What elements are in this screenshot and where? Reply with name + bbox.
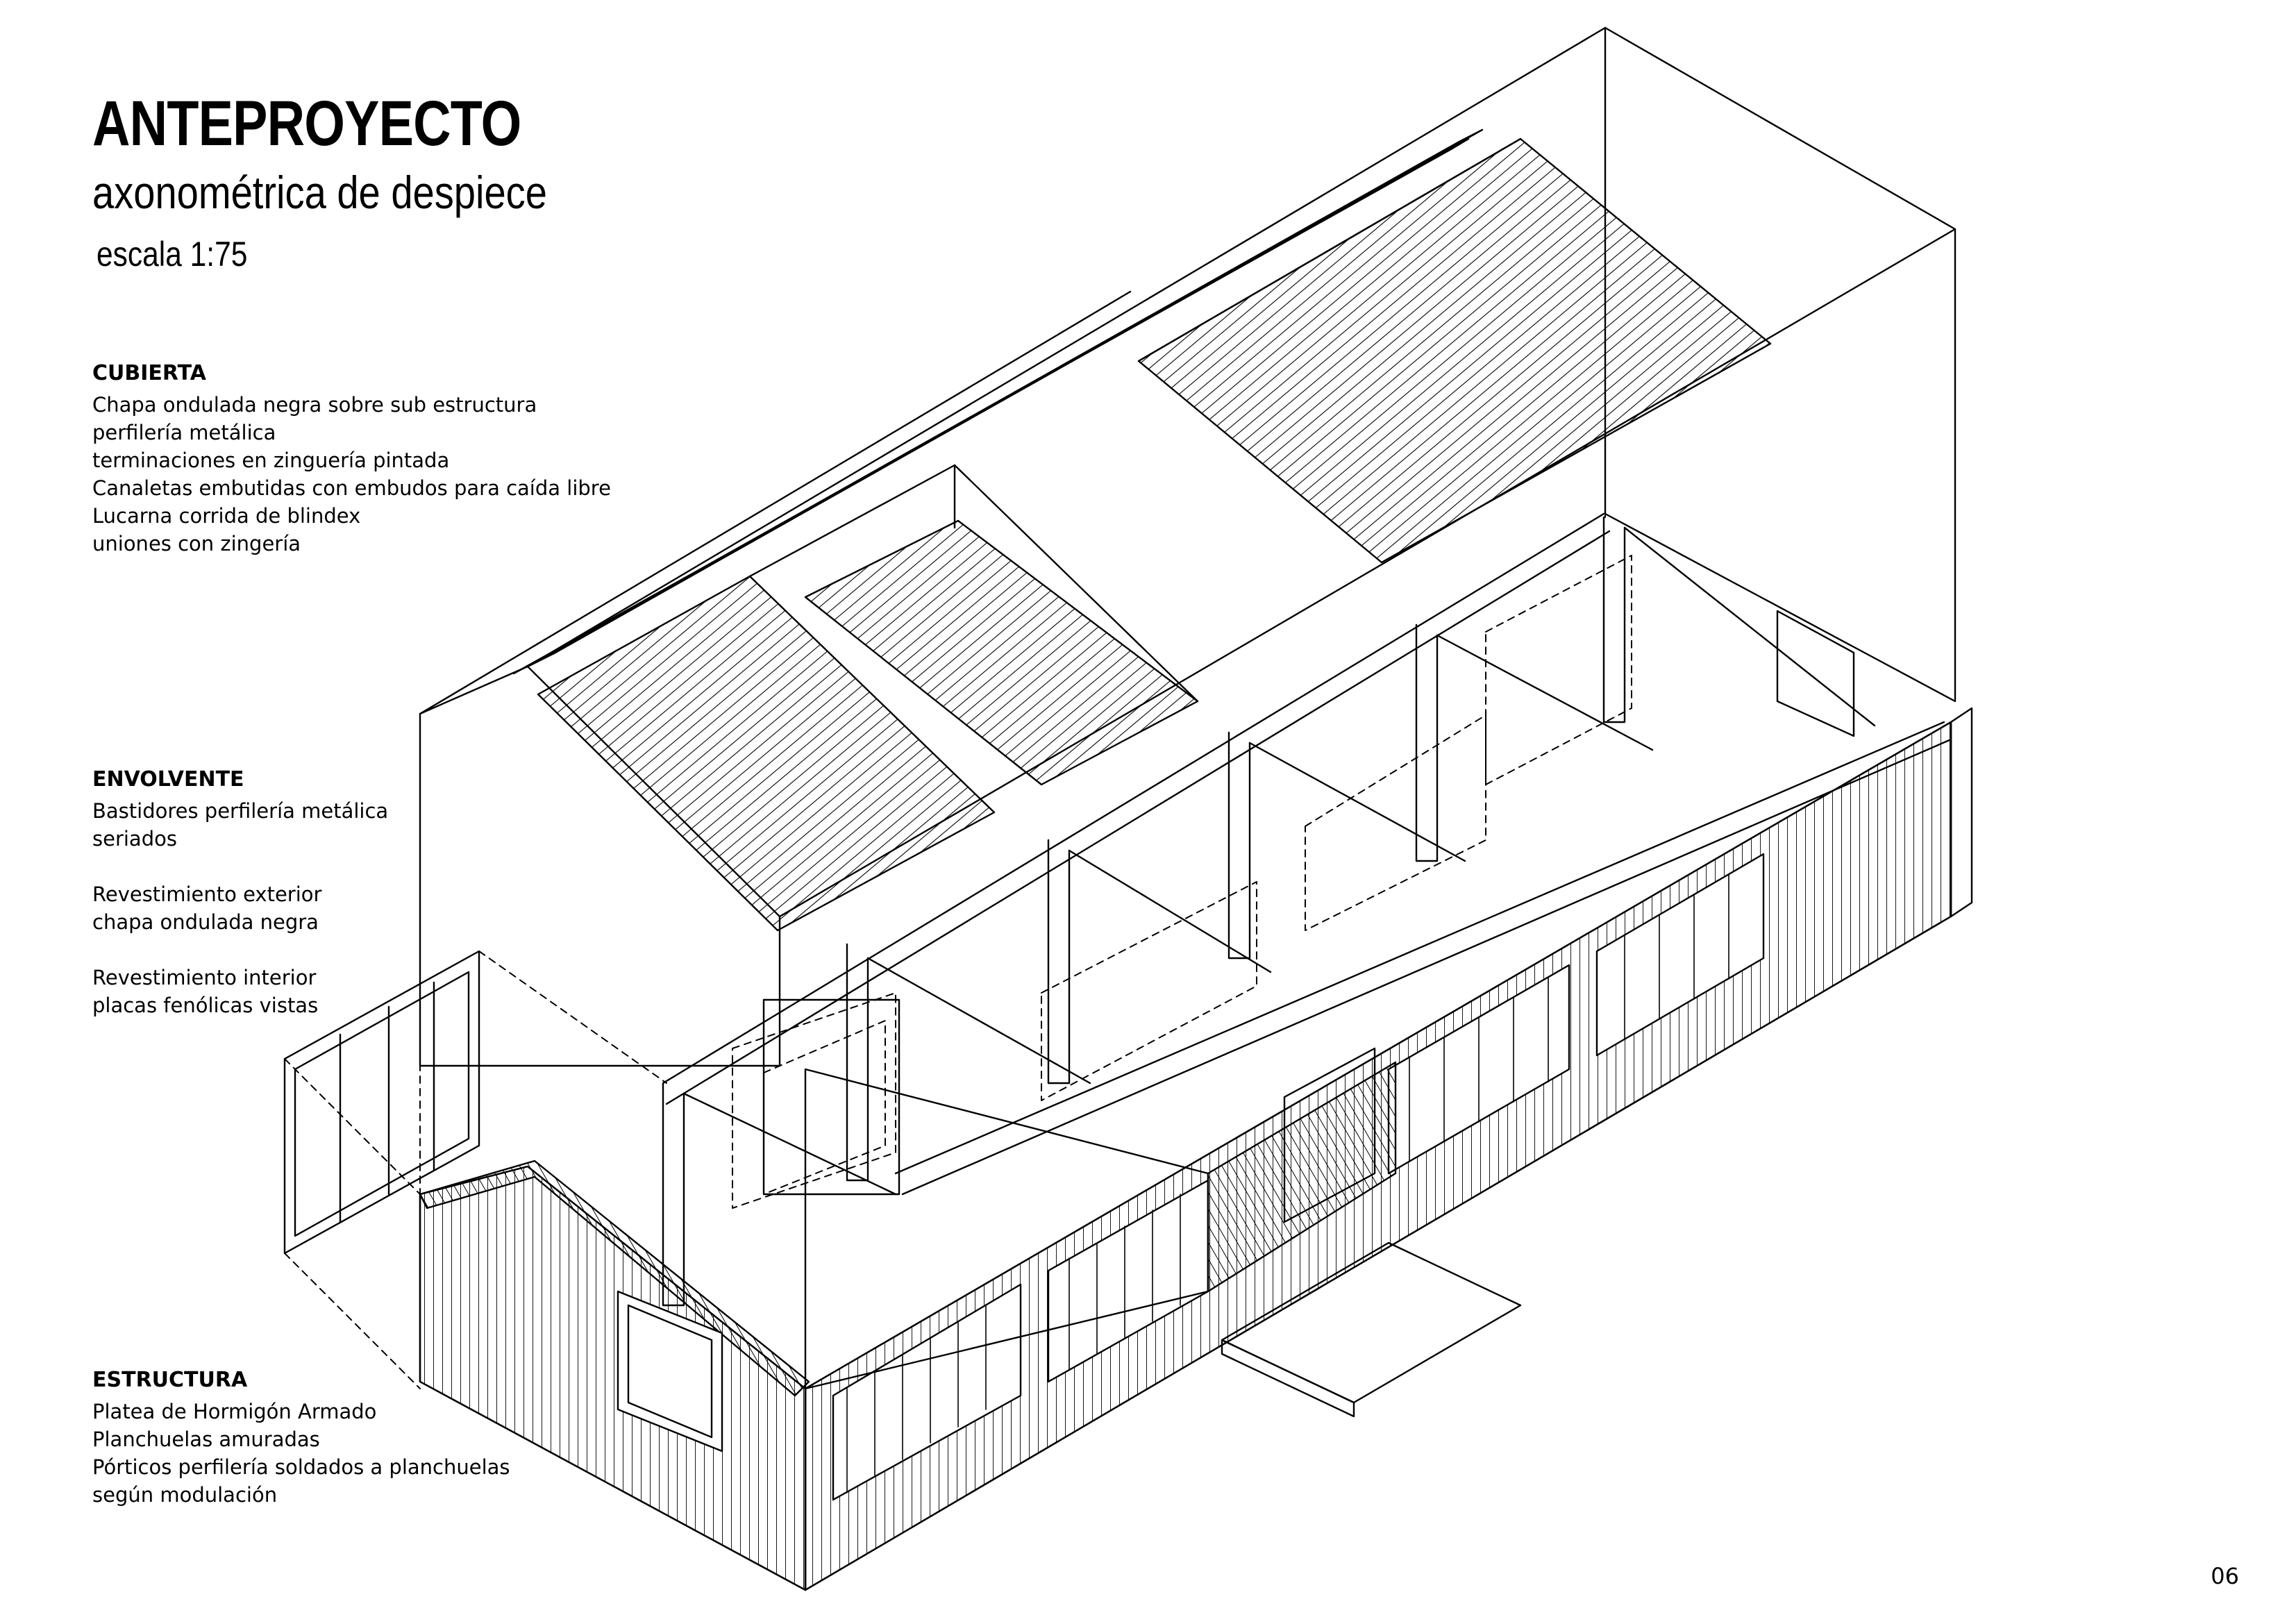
note-cubierta: CUBIERTA Chapa ondulada negra sobre sub … [92, 361, 611, 558]
deck-boards [1207, 1061, 1397, 1293]
roof-base-front [419, 290, 1132, 715]
note-line: chapa ondulada negra [92, 910, 319, 934]
roof-panel-frame [1137, 137, 1522, 362]
note-line: Bastidores perfilería metálica [92, 799, 389, 823]
frame-beam [901, 738, 1952, 1196]
note-line: placas fenólicas vistas [92, 994, 319, 1017]
detached-gable-frame [283, 950, 667, 1389]
louvre-fins [846, 874, 1729, 1493]
side-opening [832, 1283, 1022, 1501]
base-layer [283, 707, 1973, 1591]
portal-frames [662, 516, 1876, 1307]
frame-beam [665, 530, 1611, 1105]
note-line: Lucarna corrida de blindex [92, 504, 361, 528]
side-opening [1595, 853, 1765, 1057]
note-line: Pórticos perfilería soldados a planchuel… [92, 1455, 510, 1479]
frame-beam [894, 721, 1945, 1175]
note-line: Revestimiento exterior [92, 882, 322, 906]
gable-roof-edge [419, 1160, 810, 1397]
frame-beam [662, 512, 1605, 1085]
note-line: según modulación [92, 1483, 278, 1507]
drawing-scale: escala 1:75 [97, 235, 248, 274]
note-line: seriados [92, 827, 177, 851]
roof-layer [419, 26, 1956, 1195]
note-line: terminaciones en zinguería pintada [92, 449, 450, 472]
note-line: perfilería metálica [92, 421, 276, 444]
note-line: Canaletas embutidas con embudos para caí… [92, 476, 611, 500]
note-line: uniones con zingería [92, 532, 301, 555]
interior-cabinet [762, 998, 900, 1196]
end-wall-right [1950, 707, 1973, 918]
roof-panel-3 [1137, 137, 1772, 564]
note-line: Chapa ondulada negra sobre sub estructur… [92, 393, 537, 417]
page-subtitle: axonométrica de despiece [92, 167, 547, 218]
note-estructura-title: ESTRUCTURA [92, 1368, 248, 1392]
roof-ridge [526, 26, 1607, 668]
title-block: ANTEPROYECTO axonométrica de despiece es… [92, 87, 627, 274]
note-envolvente: ENVOLVENTE Bastidores perfilería metálic… [92, 767, 388, 1019]
front-window [617, 1290, 723, 1453]
note-line: Revestimiento interior [92, 966, 317, 989]
projection-lines [419, 27, 1956, 1195]
note-estructura: ESTRUCTURA Platea de Hormigón Armado Pla… [92, 1368, 510, 1509]
end-wall-frame [1776, 610, 1855, 737]
note-line: Platea de Hormigón Armado [92, 1400, 377, 1423]
roof-panel-1 [537, 575, 996, 932]
page-number: 06 [2211, 1563, 2239, 1589]
entry-platform-base [1221, 1339, 1355, 1418]
page-title: ANTEPROYECTO [92, 88, 521, 159]
note-envolvente-title: ENVOLVENTE [92, 767, 244, 792]
frame-layer [662, 512, 1952, 1307]
roof-skylight-strip-2 [526, 128, 1484, 668]
note-line: Planchuelas amuradas [92, 1428, 320, 1451]
note-cubierta-title: CUBIERTA [92, 361, 207, 385]
front-window-inner [627, 1304, 713, 1439]
